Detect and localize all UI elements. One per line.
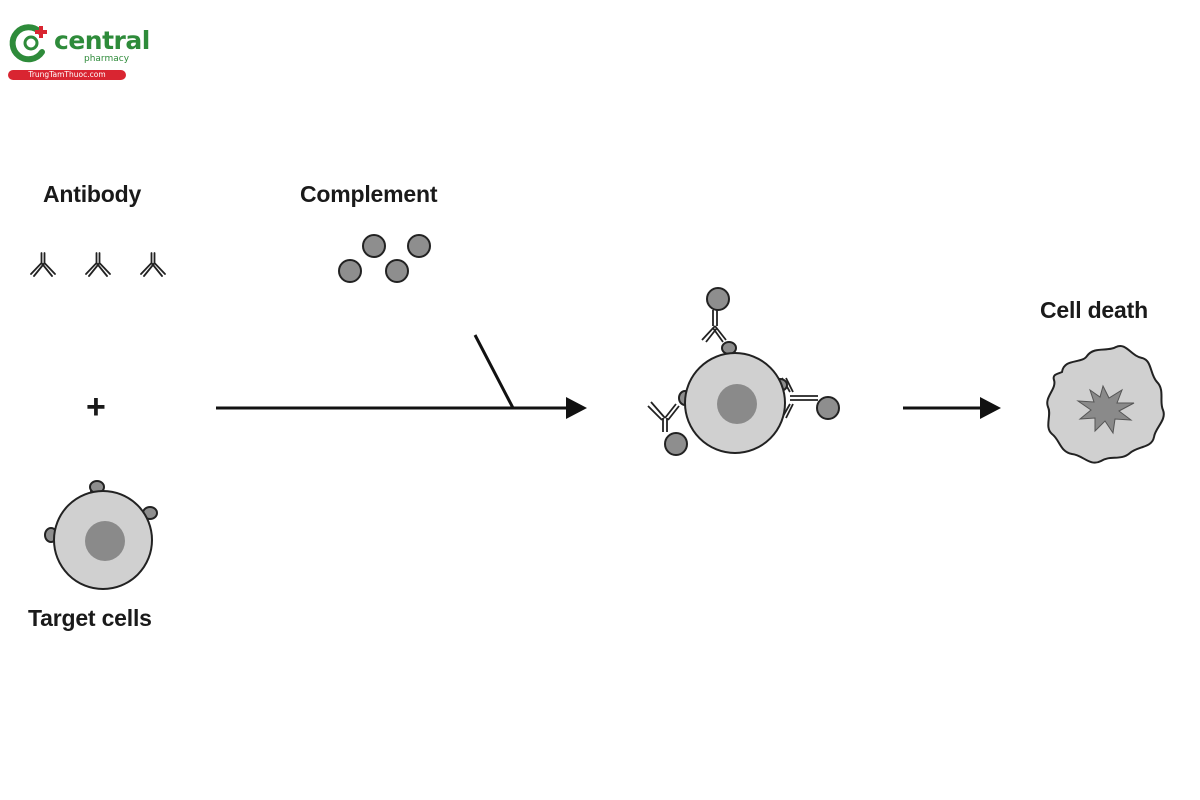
complement-protein [407, 234, 431, 258]
central-pharmacy-logo: central pharmacy TrungTamThuoc.com [6, 22, 150, 82]
main-reaction-arrow [216, 334, 587, 419]
cell-death-label: Cell death [1040, 297, 1148, 323]
plus-sign: + [86, 388, 106, 426]
logo-sub-text: pharmacy [84, 54, 130, 64]
antibody-icon-3 [140, 252, 166, 277]
logo-brand-text: central [54, 26, 150, 55]
antibody-icon-1 [30, 252, 56, 277]
target-cell-nucleus [85, 521, 125, 561]
dead-cell [1046, 344, 1165, 464]
complement-protein [362, 234, 386, 258]
complement-protein [385, 259, 409, 283]
burst-icon [1076, 384, 1135, 435]
antibody-label: Antibody [43, 181, 142, 207]
logo-c-icon [9, 24, 47, 63]
complement-proteins [338, 234, 431, 283]
complement-protein [706, 287, 730, 311]
logo-url-bar [8, 70, 126, 80]
complement-label: Complement [300, 181, 438, 207]
complement-protein [338, 259, 362, 283]
target-cells-label: Target cells [28, 605, 152, 631]
target-cell [44, 480, 158, 590]
antibody-icon-2 [85, 252, 111, 277]
coated-cell [647, 287, 840, 456]
complement-protein [816, 396, 840, 420]
complement-protein [664, 432, 688, 456]
coated-cell-nucleus [717, 384, 757, 424]
death-arrow [903, 397, 1001, 419]
logo-url-text: TrungTamThuoc.com [28, 70, 106, 79]
